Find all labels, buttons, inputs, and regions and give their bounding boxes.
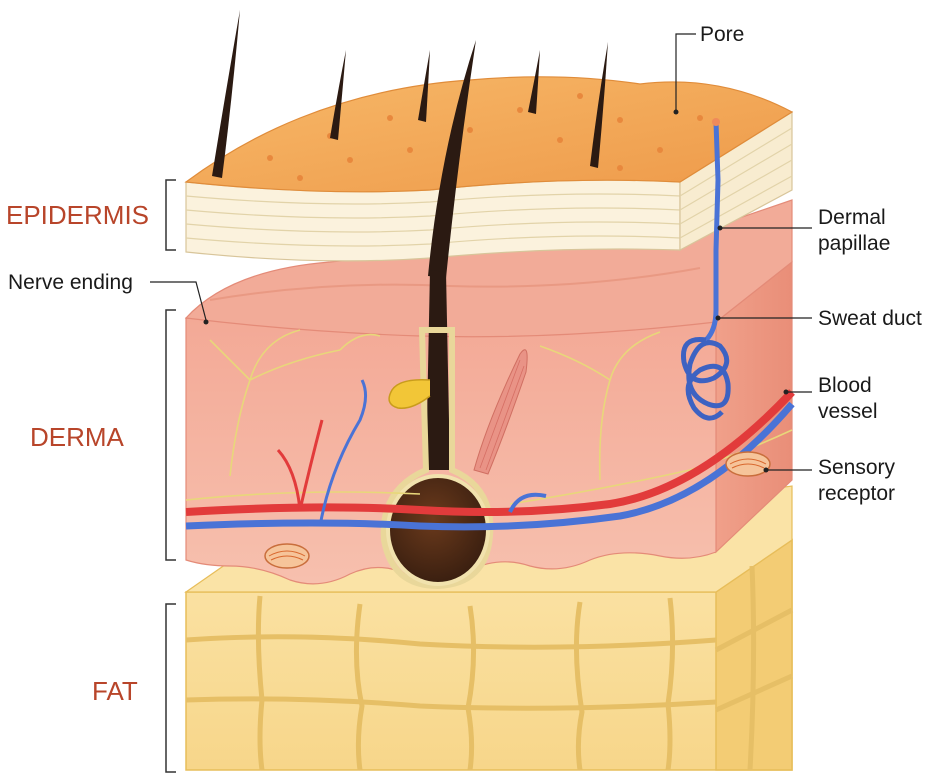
epidermis-label: EPIDERMIS [6,200,149,230]
pore-leader-dot [674,110,679,115]
fat-bracket [166,604,176,772]
sweat-duct-label: Sweat duct [818,307,922,330]
fat-label: FAT [92,676,138,706]
blood-vessel-label: Blood vessel [818,374,878,423]
sensory-receptor-leader-dot [764,468,769,473]
nerve-ending-label: Nerve ending [8,271,133,294]
epidermis-bracket [166,180,176,250]
dermal-papillae-leader-dot [718,226,723,231]
sensory-receptor-label: Sensory receptor [818,456,901,505]
epidermis-layer [186,77,792,261]
blood-vessel-leader-dot [784,390,789,395]
pore-label: Pore [700,23,744,46]
derma-label: DERMA [30,422,125,452]
sweat-duct-leader-dot [716,316,721,321]
derma-bracket [166,310,176,560]
dermal-papillae-label: Dermal papillae [818,206,892,255]
nerve-ending-leader-dot [204,320,209,325]
